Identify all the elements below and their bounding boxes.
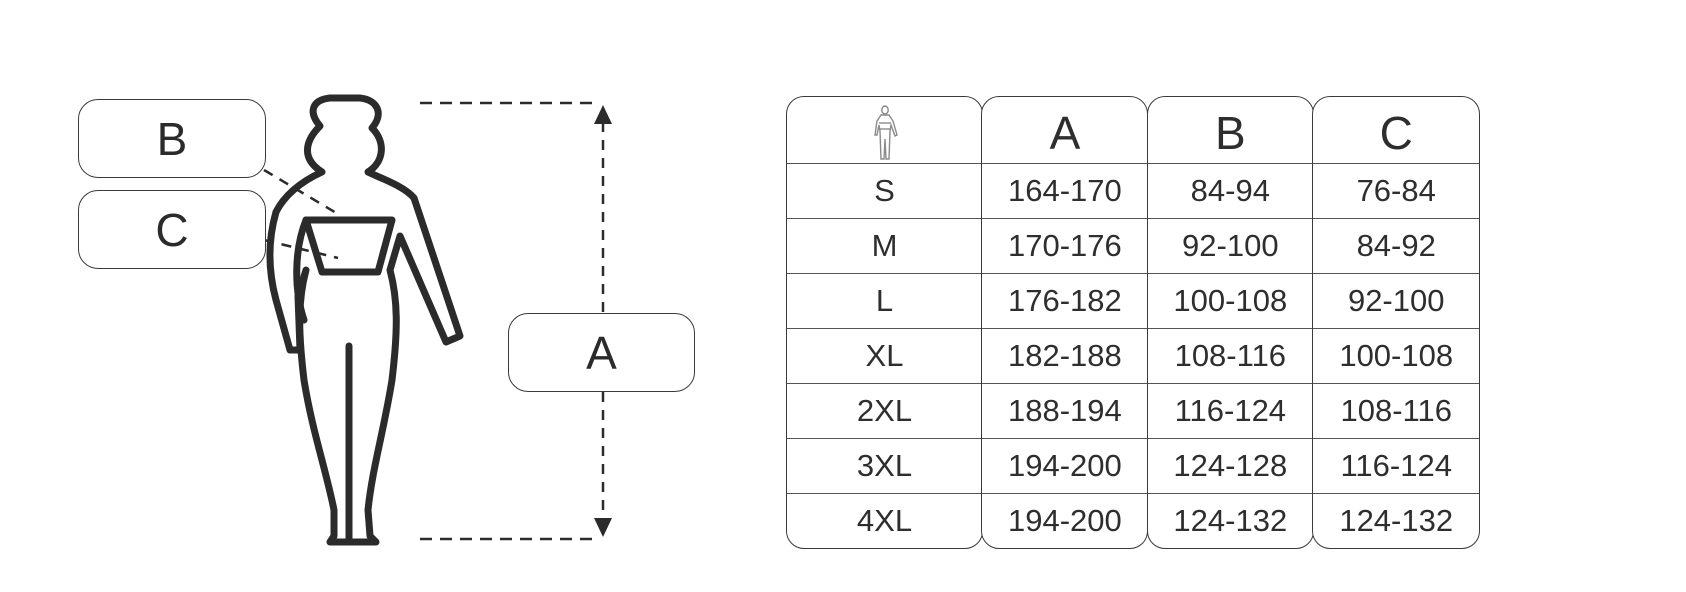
measurement-cell-c: 100-108 [1313,328,1480,383]
measurement-cell-c: 124-132 [1313,493,1480,548]
label-chest-text: B [156,112,188,165]
measurement-cell-c: 116-124 [1313,438,1480,493]
size-label-cell: 3XL [787,438,982,493]
measurement-cell-c: 108-116 [1313,383,1480,438]
size-label-cell: S [787,163,982,218]
measurement-cell-b: 108-116 [1147,328,1313,383]
size-label-cell: L [787,273,982,328]
measurement-cell-b: 92-100 [1147,218,1313,273]
measurement-cell-a: 194-200 [982,493,1148,548]
label-box-height: A [508,313,695,392]
chest-leader-line [263,168,339,216]
measurement-cell-b: 124-128 [1147,438,1313,493]
measurement-cell-a: 176-182 [982,273,1148,328]
label-waist-text: C [155,203,189,256]
waist-leader-line [263,238,339,260]
measurement-cell-c: 84-92 [1313,218,1480,273]
measurement-cell-c: 92-100 [1313,273,1480,328]
measurement-cell-a: 182-188 [982,328,1148,383]
measurement-cell-a: 194-200 [982,438,1148,493]
column-header-c: C [1379,107,1413,159]
leader-lines [263,168,339,260]
measurement-cell-b: 124-132 [1147,493,1313,548]
label-height-text: A [586,326,617,379]
arrow-up-icon [594,105,612,124]
size-label-cell: 2XL [787,383,982,438]
height-measure [420,101,605,541]
measurement-cell-a: 188-194 [982,383,1148,438]
size-header-cell [787,97,982,163]
measurement-cell-a: 164-170 [982,163,1148,218]
measurement-cell-b: 84-94 [1147,163,1313,218]
measurement-cell-b: 116-124 [1147,383,1313,438]
column-header-a: A [1049,107,1081,159]
label-box-waist: C [78,190,266,269]
measurement-cell-c: 76-84 [1313,163,1480,218]
label-box-chest: B [78,99,266,178]
measurement-cell-b: 100-108 [1147,273,1313,328]
column-header-b: B [1214,107,1246,159]
size-label-cell: 4XL [787,493,982,548]
size-label-cell: XL [787,328,982,383]
person-silhouette-icon [873,105,898,160]
size-label-cell: M [787,218,982,273]
person-silhouette-icon [266,94,464,546]
arrow-down-icon [594,518,612,537]
measurement-cell-a: 170-176 [982,218,1148,273]
